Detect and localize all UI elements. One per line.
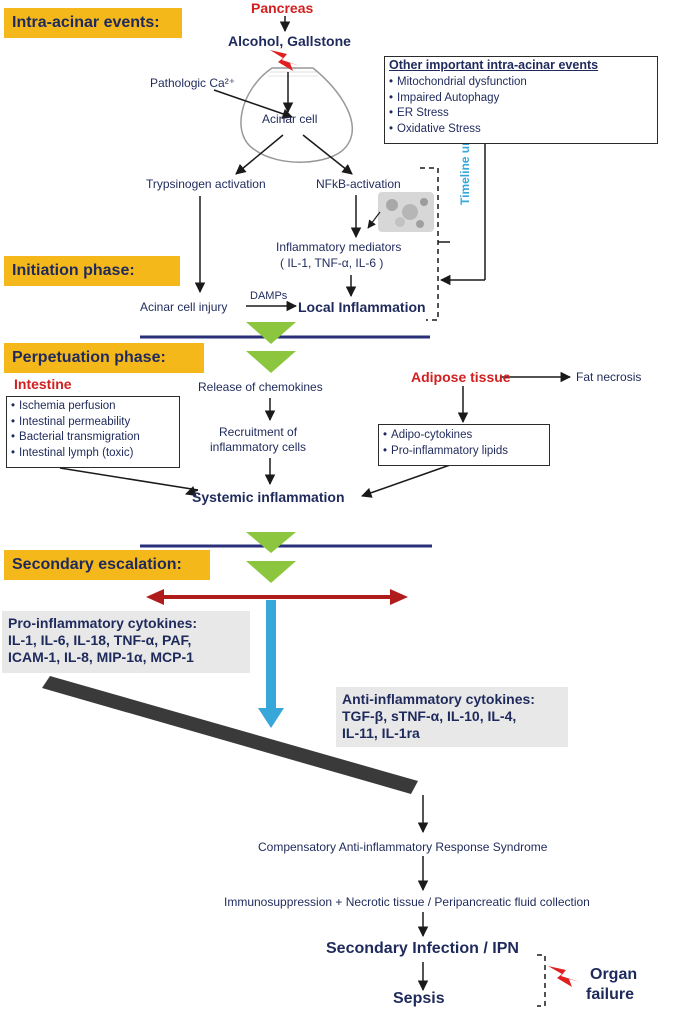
pancreas-label: Pancreas [251,0,314,16]
green-triangle-3 [246,532,296,553]
local-inflammation-label: Local Inflammation [298,299,426,315]
mediators-label: Inflammatory mediators [276,240,402,254]
cars-label: Compensatory Anti-inflammatory Response … [258,840,548,854]
damps-label: DAMPs [250,290,288,302]
anti-title: Anti-inflammatory cytokines: [342,691,535,707]
pro-title: Pro-inflammatory cytokines: [8,615,198,631]
organ-failure-label: Organ [590,966,638,983]
acinar-injury-label: Acinar cell injury [140,300,228,314]
recruitment-label: Recruitment of [219,425,298,439]
intestine-item: Ischemia perfusion [11,399,175,415]
immuno-label: Immunosuppression + Necrotic tissue / Pe… [224,895,590,909]
chemokines-label: Release of chemokines [198,380,323,394]
green-triangle-4 [246,561,296,583]
sepsis-label: Sepsis [393,990,445,1007]
pro-line: ICAM-1, IL-8, MIP-1α, MCP-1 [8,649,194,665]
cell-image-icon [378,192,434,232]
phase-perpetuation: Perpetuation phase: [4,343,204,373]
phase-initiation: Initiation phase: [4,256,180,286]
other-event-item: Impaired Autophagy [389,91,653,107]
phase-intra-acinar: Intra-acinar events: [4,8,182,38]
anti-line: IL-11, IL-1ra [342,725,420,741]
phase-secondary: Secondary escalation: [4,550,210,580]
other-events-box: Other important intra-acinar events Mito… [384,56,658,144]
adipose-label: Adipose tissue [411,369,511,385]
mediators-list: ( IL-1, TNF-α, IL-6 ) [280,256,384,270]
other-events-title: Other important intra-acinar events [389,58,599,72]
pathologic-ca-label: Pathologic Ca²⁺ [150,76,236,90]
anti-inflammatory-box: Anti-inflammatory cytokines: TGF-β, sTNF… [336,687,568,747]
intestine-item: Intestinal lymph (toxic) [11,446,175,462]
other-event-item: ER Stress [389,106,653,122]
acinar-cell-shape [240,67,353,163]
other-event-item: Mitochondrial dysfunction [389,75,653,91]
pro-line: IL-1, IL-6, IL-18, TNF-α, PAF, [8,632,192,648]
fat-necrosis-label: Fat necrosis [576,370,642,384]
acinar-cell-label: Acinar cell [262,112,318,126]
adipose-item: Adipo-cytokines [383,428,545,444]
secondary-infection-label: Secondary Infection / IPN [326,940,519,957]
intestine-item: Intestinal permeability [11,415,175,431]
seesaw-bar [42,676,418,794]
organ-failure-label-2: failure [586,986,635,1003]
lightning-icon [270,50,300,71]
green-triangle-1 [246,322,296,344]
adipose-box: Adipo-cytokines Pro-inflammatory lipids [378,424,550,466]
trypsinogen-label: Trypsinogen activation [146,177,266,191]
recruitment-label-2: inflammatory cells [210,440,307,454]
intestine-label: Intestine [14,376,72,392]
intestine-box: Ischemia perfusion Intestinal permeabili… [6,396,180,468]
nfkb-label: NFkB-activation [316,177,401,191]
arrow-ca-acinar [213,89,293,119]
triggers-label: Alcohol, Gallstone [228,33,351,49]
intestine-item: Bacterial transmigration [11,430,175,446]
anti-line: TGF-β, sTNF-α, IL-10, IL-4, [342,708,517,724]
adipose-item: Pro-inflammatory lipids [383,444,545,460]
other-event-item: Oxidative Stress [389,122,653,138]
systemic-inflammation-label: Systemic inflammation [192,489,345,505]
green-triangle-2 [246,351,296,373]
pro-inflammatory-box: Pro-inflammatory cytokines: IL-1, IL-6, … [2,611,250,673]
lightning-icon-bottom [548,966,580,987]
